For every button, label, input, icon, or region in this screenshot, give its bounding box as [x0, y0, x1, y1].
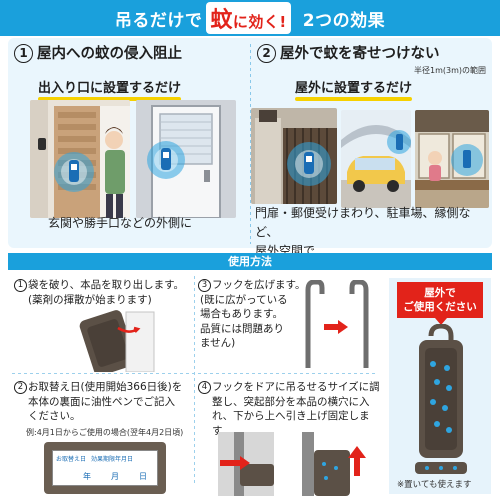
parking-photo: [341, 110, 411, 208]
headline-accent-big: 蚊: [210, 8, 233, 33]
effect-outdoor-subhead: 屋外に設置するだけ: [295, 77, 413, 101]
step-3-line: 場合もあります。: [200, 308, 283, 320]
step-2-example-note: 例:4月1日からご使用の場合(翌年4月2日頃): [26, 428, 184, 437]
effect-indoor-subhead-text: 出入り口に設置するだけ: [38, 81, 182, 96]
step-4-line: れ、下から上へ引き上げ固定します。: [212, 410, 370, 437]
date-label-subtitle: 効果期限年月日: [91, 456, 134, 463]
step-1-line: (薬剤の揮散が始まります): [28, 293, 152, 306]
step-3-hook-illustration: [305, 280, 369, 368]
step-2-line-text: お取替え日(使用開始366日後)を: [28, 381, 183, 393]
effect-number-badge: 2: [257, 44, 276, 63]
outdoor-tag-line: 屋外で: [424, 287, 456, 299]
effect-indoor-title-text: 屋内への蚊の侵入阻止: [37, 46, 182, 62]
product-illustration: [419, 324, 463, 458]
step-4-line-text: フックをドアに吊るせるサイズに調: [212, 381, 380, 393]
howto-column-divider: [194, 276, 195, 486]
effect-number-badge: 1: [14, 44, 33, 63]
veranda-photo: [415, 110, 489, 208]
effect-outdoor-title-text: 屋外で蚊を寄せつけない: [280, 46, 440, 62]
step-number-badge: 4: [198, 381, 211, 394]
highlight-underline: [295, 97, 413, 101]
headline-accent-small: に効く!: [232, 13, 287, 31]
step-2-line: ください。: [28, 410, 81, 422]
step-number-badge: 3: [198, 279, 211, 292]
outdoor-footnote: ※置いても使えます: [397, 480, 472, 490]
headline-tail: 2つの効果: [302, 10, 386, 31]
step-4-line: 整し、突起部分を本品の横穴に入: [212, 395, 370, 408]
replacement-date-label: お取替え日 効果期限年月日 年 月 日: [44, 442, 166, 494]
step-4-illustration: [218, 432, 366, 496]
outdoor-tag-line: ご使用ください: [403, 301, 477, 313]
step-3-line: ません): [200, 337, 236, 349]
headline-lead: 吊るだけで: [114, 10, 203, 31]
step-3-line: 品質には問題あり: [200, 322, 284, 335]
date-label-year: 年: [83, 472, 91, 481]
gate-mailbox-photo: [251, 108, 337, 204]
outdoor-use-tag: 屋外で ご使用ください: [397, 282, 483, 325]
product-lying-illustration: [415, 462, 467, 474]
step-2-line: 本体の裏面に油性ペンでご記入: [28, 395, 175, 408]
howto-heading: 使用方法: [8, 253, 492, 270]
step-1-illustration: [79, 310, 155, 372]
effect-indoor-description: 玄関や勝手口などの外側に: [48, 214, 192, 233]
outdoor-use-card: 屋外で ご使用ください ※置いても使えます: [389, 278, 491, 494]
headline-banner: 吊るだけで 蚊 に効く! 2つの効果: [0, 0, 500, 36]
effect-indoor-subhead: 出入り口に設置するだけ: [38, 77, 182, 101]
step-number-badge: 2: [14, 381, 27, 394]
entrance-door-illustration: [30, 100, 130, 218]
parking-illustration: [341, 110, 411, 208]
step-1-line-text: 袋を破り、本品を取り出します。: [28, 279, 185, 291]
backdoor-photo: [136, 100, 236, 218]
step-3-line-text: フックを広げます。: [212, 279, 306, 291]
headline-accent-box: 蚊 に効く!: [206, 2, 291, 34]
step-number-badge: 1: [14, 279, 27, 292]
howto-divider: [12, 373, 378, 374]
highlight-underline: [38, 97, 182, 101]
description-line: 門扉・郵便受けまわり、駐車場、縁側など、: [255, 206, 471, 239]
description-line: 玄関や勝手口などの外側に: [48, 216, 193, 230]
date-label-month: 月: [111, 472, 119, 481]
gate-illustration: [251, 108, 337, 204]
step-3-line: (既に広がっている: [200, 293, 288, 306]
backdoor-illustration: [136, 100, 236, 218]
date-label-title: お取替え日: [56, 456, 87, 463]
date-label-card: お取替え日 効果期限年月日 年 月 日: [52, 450, 158, 486]
effects-divider: [250, 44, 251, 244]
veranda-illustration: [415, 110, 489, 208]
date-label-day: 日: [139, 472, 147, 481]
entrance-door-photo: [30, 100, 130, 218]
effect-range-note: 半径1m(3m)の範囲: [413, 66, 486, 75]
effect-outdoor-subhead-text: 屋外に設置するだけ: [295, 81, 413, 96]
